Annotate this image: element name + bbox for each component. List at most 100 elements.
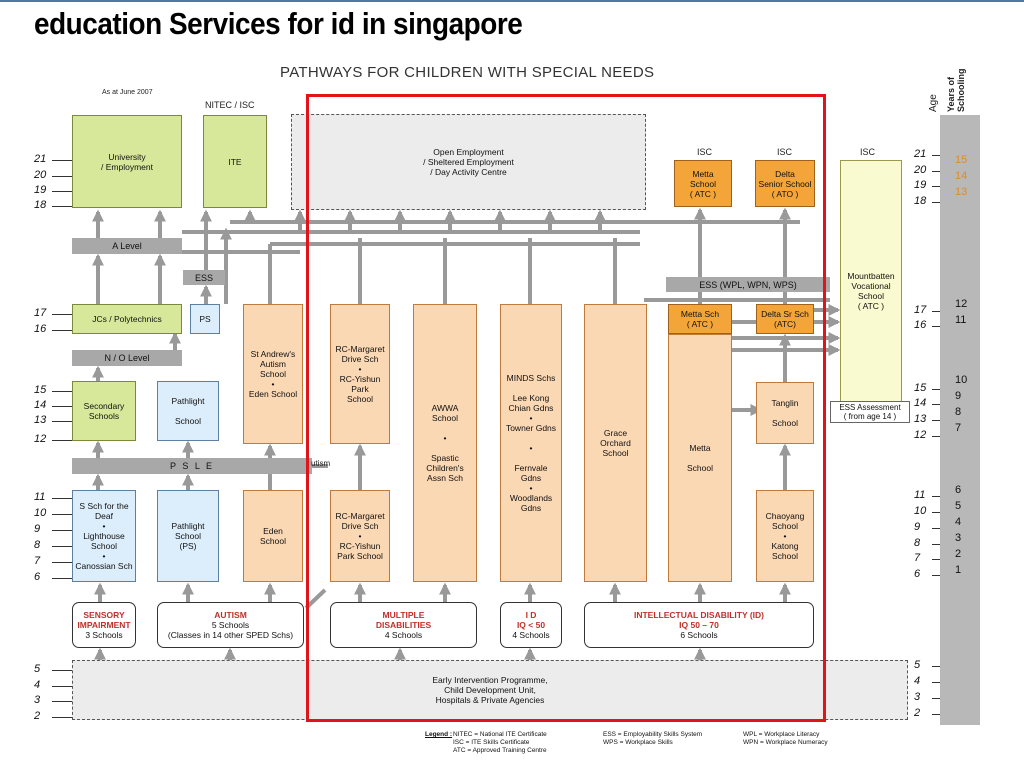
age-label: 17 — [914, 304, 927, 316]
box-early-intervention: Early Intervention Programme,Child Devel… — [72, 660, 908, 720]
bar-ess: ESS — [183, 270, 225, 285]
text-line: ESS Assessment — [839, 403, 901, 412]
age-label: 21 — [914, 148, 927, 160]
box-university: University/ Employment — [72, 115, 182, 208]
text-line: / Employment — [101, 161, 153, 172]
text-line: Child Development Unit, — [444, 685, 536, 695]
age-tick — [52, 440, 72, 441]
age-label: 20 — [34, 169, 47, 181]
age-tick — [52, 514, 72, 515]
age-label: 7 — [34, 555, 41, 567]
age-tick — [52, 206, 72, 207]
age-tick — [52, 562, 72, 563]
age-tick — [932, 559, 940, 560]
box-ess-assessment: ESS Assessment( from age 14 ) — [830, 401, 910, 423]
text-line: School — [771, 521, 798, 531]
text-line: School — [260, 536, 286, 546]
year-label: 4 — [955, 516, 962, 528]
legend-item: NITEC = National ITE Certificate — [453, 731, 547, 738]
as-at-date: As at June 2007 — [102, 89, 153, 96]
text-line: (PS) — [179, 541, 197, 551]
text-line: • — [102, 551, 106, 561]
text-line: Pathlight — [171, 521, 205, 531]
legend-item: ISC = ITE Skills Certificate — [453, 739, 530, 746]
text-line: School — [259, 369, 286, 379]
age-tick — [52, 578, 72, 579]
text-line: / Sheltered Employment — [423, 157, 514, 167]
text-line: Pathlight — [171, 396, 205, 406]
text-line: Canossian Sch — [75, 561, 133, 571]
text-line: RC-Yishun — [339, 374, 381, 384]
text-line: School — [90, 541, 117, 551]
legend-item: WPN = Workplace Numeracy — [743, 739, 828, 746]
text-line: School — [687, 463, 713, 473]
text-line: Open Employment — [433, 147, 504, 157]
text-line: • — [529, 443, 533, 453]
isc-label-3: ISC — [860, 147, 876, 157]
age-tick — [932, 311, 940, 312]
age-label: 6 — [34, 571, 41, 583]
age-tick — [52, 530, 72, 531]
legend-item: WPL = Workplace Literacy — [743, 731, 820, 738]
age-label: 3 — [914, 691, 921, 703]
text-line: School — [175, 416, 201, 426]
age-tick — [52, 686, 72, 687]
age-label: 15 — [914, 382, 927, 394]
age-tick — [932, 389, 940, 390]
text-line: / Day Activity Centre — [430, 167, 507, 177]
age-tick — [52, 176, 72, 177]
text-line: School — [175, 531, 201, 541]
bar-a-level: A Level — [72, 238, 182, 254]
highlight-frame — [306, 94, 826, 722]
age-tick — [932, 682, 940, 683]
text-line: RC-Margaret — [335, 344, 385, 354]
text-line: IQ < 50 — [516, 620, 546, 630]
text-line: MULTIPLE — [382, 610, 425, 620]
text-line: Mountbatten — [847, 271, 895, 281]
year-label: 10 — [955, 374, 968, 386]
year-label: 1 — [955, 564, 962, 576]
year-label: 11 — [955, 314, 967, 326]
text-line: AWWA — [431, 403, 459, 413]
age-tick — [932, 544, 940, 545]
age-label: 15 — [34, 384, 47, 396]
text-line: St Andrew's — [250, 349, 296, 359]
text-line: ( from age 14 ) — [843, 412, 897, 421]
years-strip — [940, 115, 980, 725]
age-label: 5 — [914, 659, 921, 671]
legend-item: ESS = Employability Skills System — [603, 731, 703, 738]
text-line: RC-Margaret — [335, 511, 385, 521]
box-pathlight-upper: Pathlight School — [157, 381, 219, 441]
text-line: Tanglin — [771, 398, 799, 408]
age-tick — [932, 420, 940, 421]
age-label: 12 — [34, 433, 47, 445]
age-label: 14 — [914, 397, 927, 409]
age-label: 19 — [914, 179, 927, 191]
age-tick — [52, 391, 72, 392]
slide-title: education Services for id in singapore — [34, 6, 523, 41]
text-line: Senior School — [758, 178, 812, 189]
isc-label-2: ISC — [777, 147, 793, 157]
age-tick — [52, 406, 72, 407]
text-line: SENSORY — [83, 610, 125, 620]
legend-item: WPS = Workplace Skills — [603, 739, 673, 746]
text-line: Schools — [88, 411, 120, 421]
text-line: Chian Gdns — [508, 403, 554, 413]
age-label: 3 — [34, 694, 41, 706]
age-label: 18 — [34, 199, 47, 211]
year-label: 13 — [955, 186, 968, 198]
text-line: ( ATC ) — [689, 188, 717, 199]
text-line: S Sch for the — [79, 501, 129, 511]
text-line: Metta — [689, 443, 711, 453]
isc-label-1: ISC — [697, 147, 713, 157]
